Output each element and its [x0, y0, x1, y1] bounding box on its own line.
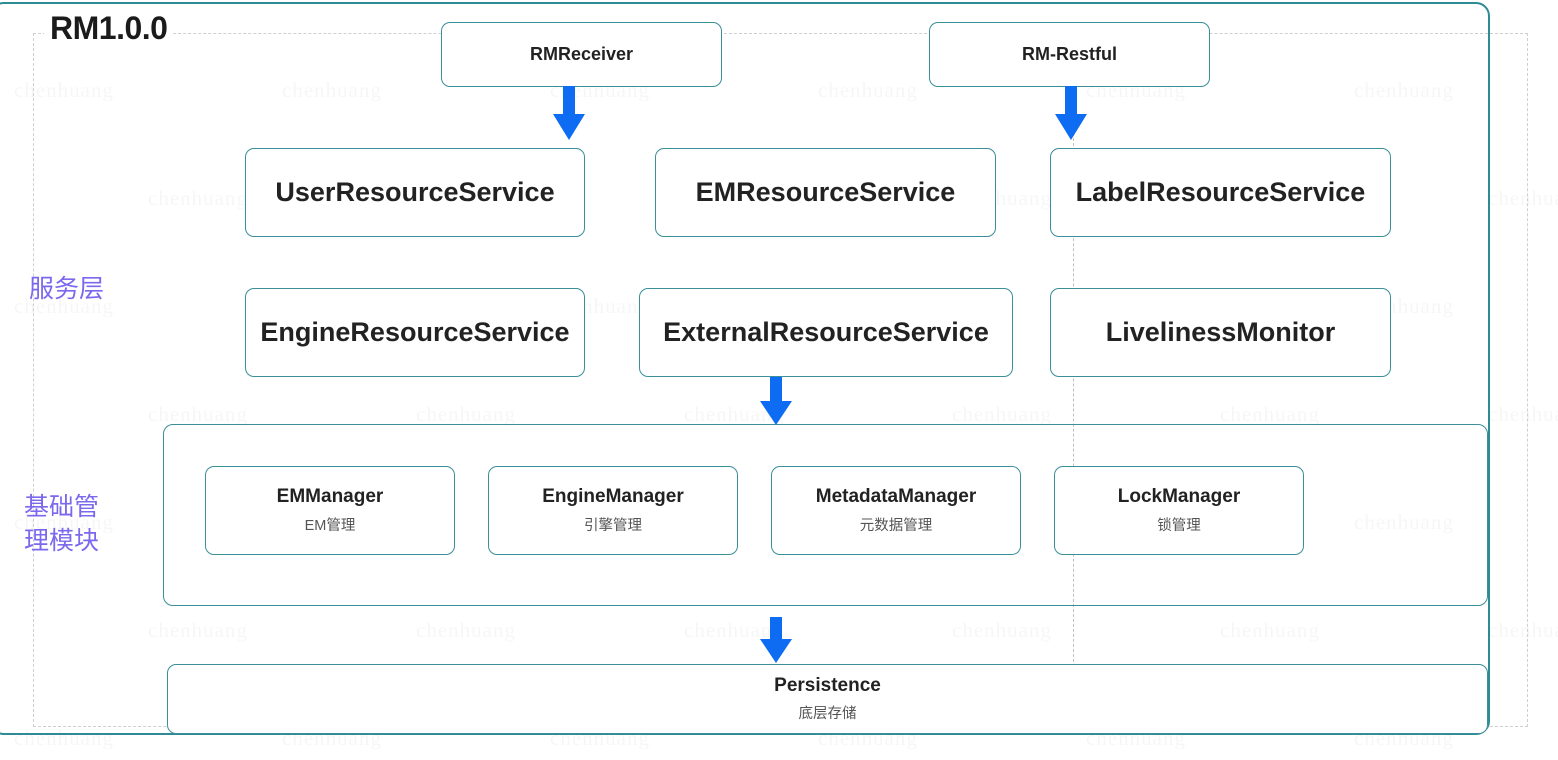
node-userresourceservice[interactable]: UserResourceService: [245, 148, 585, 237]
node-subtitle: 锁管理: [1157, 517, 1201, 534]
node-externalresourceservice[interactable]: ExternalResourceService: [639, 288, 1013, 377]
node-title: LockManager: [1117, 486, 1241, 508]
node-title: LabelResourceService: [1075, 176, 1366, 207]
arrow-down-icon-rmrestful-to-labelresourceservice: [1050, 86, 1092, 142]
page-title: RM1.0.0: [44, 10, 174, 47]
node-title: RM-Restful: [1022, 44, 1117, 65]
node-persistence[interactable]: Persistence 底层存储: [167, 664, 1488, 734]
node-labelresourceservice[interactable]: LabelResourceService: [1050, 148, 1391, 237]
outer-frame: [0, 2, 1490, 735]
node-subtitle: 底层存储: [798, 706, 857, 723]
node-title: EMResourceService: [695, 176, 956, 207]
node-enginemanager[interactable]: EngineManager 引擎管理: [488, 466, 738, 555]
dashed-vertical-divider: [1073, 33, 1074, 727]
node-subtitle: 元数据管理: [859, 517, 933, 534]
arrow-down-icon-externalresourceservice-to-modules: [755, 377, 797, 427]
node-rmreceiver[interactable]: RMReceiver: [441, 22, 722, 87]
node-metadatamanager[interactable]: MetadataManager 元数据管理: [771, 466, 1021, 555]
node-livelinessmonitor[interactable]: LivelinessMonitor: [1050, 288, 1391, 377]
node-title: MetadataManager: [815, 486, 977, 508]
layer-label-base: 基础管 理模块: [24, 494, 100, 555]
node-title: EMManager: [276, 486, 384, 508]
node-title: UserResourceService: [275, 176, 555, 207]
node-title: ExternalResourceService: [663, 316, 989, 347]
node-title: EngineResourceService: [260, 316, 570, 347]
node-title: EngineManager: [542, 486, 684, 508]
node-emresourceservice[interactable]: EMResourceService: [655, 148, 996, 237]
arrow-down-icon-modules-to-persistence: [755, 617, 797, 665]
layer-label-service: 服务层: [29, 276, 105, 303]
node-title: LivelinessMonitor: [1105, 316, 1336, 347]
arrow-down-icon-rmreceiver-to-userresourceservice: [548, 86, 590, 142]
node-emmanager[interactable]: EMManager EM管理: [205, 466, 455, 555]
node-title: RMReceiver: [529, 44, 634, 65]
node-subtitle: 引擎管理: [584, 517, 642, 534]
node-lockmanager[interactable]: LockManager 锁管理: [1054, 466, 1304, 555]
node-rmrestful[interactable]: RM-Restful: [929, 22, 1210, 87]
node-title: Persistence: [774, 674, 881, 696]
node-engineresourceservice[interactable]: EngineResourceService: [245, 288, 585, 377]
node-subtitle: EM管理: [304, 517, 356, 534]
base-management-module-container: [163, 424, 1488, 606]
